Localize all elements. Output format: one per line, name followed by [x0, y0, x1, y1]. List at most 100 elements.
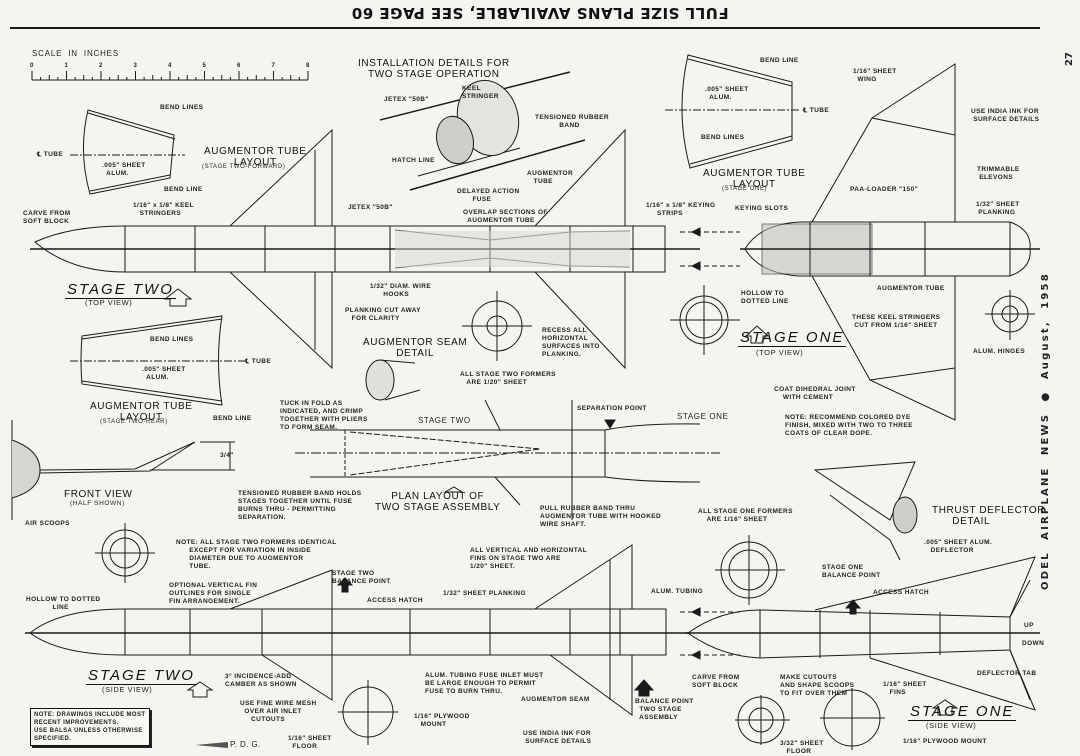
annotation: HOLLOW TO DOTTED LINE [741, 290, 789, 305]
annotation: THESE KEEL STRINGERS CUT FROM 1/16" SHEE… [852, 314, 941, 329]
annotation: ALL VERTICAL AND HORIZONTAL FINS ON STAG… [470, 547, 588, 570]
front-view-sketch [11, 420, 235, 520]
annotation: AUGMENTOR SEAM [521, 696, 590, 703]
plan-layout-title: PLAN LAYOUT OF TWO STAGE ASSEMBLY [375, 491, 501, 513]
installation-title: INSTALLATION DETAILS FOR TWO STAGE OPERA… [358, 58, 510, 80]
annotation: OVERLAP SECTIONS OF AUGMENTOR TUBE [463, 209, 548, 224]
annotation: DELAYED ACTION FUSE [457, 188, 520, 203]
annotation: KEYING SLOTS [735, 205, 789, 212]
scale-tick-label: 3 [133, 63, 137, 69]
annotation: STAGE TWO BALANCE POINT [332, 570, 391, 585]
annotation: HATCH LINE [392, 157, 435, 164]
aug-one-subtitle: (STAGE ONE) [722, 186, 768, 192]
balance-arrows [336, 419, 862, 697]
stage-two-top-fuselage [30, 128, 700, 370]
plans-banner: FULL SIZE PLANS AVAILABLE, SEE PAGE 60 [351, 4, 729, 22]
annotation: TUCK IN FOLD AS INDICATED, AND CRIMP TOG… [280, 400, 368, 431]
general-note: NOTE: DRAWINGS INCLUDE MOST RECENT IMPRO… [34, 712, 146, 742]
front-view-subtitle: (HALF SHOWN) [70, 500, 125, 507]
annotation: ALUM. HINGES [973, 348, 1026, 355]
annotation: NOTE: ALL STAGE TWO FORMERS IDENTICAL EX… [176, 539, 337, 570]
annotation: KEEL STRINGER [462, 85, 499, 100]
annotation: 1/16" SHEET FINS [883, 681, 927, 696]
annotation: 1/32" SHEET PLANKING [976, 201, 1020, 216]
annotation: SEPARATION POINT [577, 405, 647, 412]
annotation: DEFLECTOR TAB [977, 670, 1037, 677]
aug-fwd-subtitle: (STAGE TWO-FORWARD) [202, 164, 286, 170]
annotation: AUGMENTOR TUBE [527, 170, 574, 185]
thrust-deflector-sketch [813, 461, 918, 561]
augmentor-layout-forward [70, 109, 185, 195]
plan-layout-two-stage [295, 399, 720, 520]
general-note-box: NOTE: DRAWINGS INCLUDE MOST RECENT IMPRO… [30, 708, 150, 746]
scale-ruler [31, 71, 309, 81]
annotation: 3° INCIDENCE-ADD CAMBER AS SHOWN [225, 673, 297, 688]
annotation: 1/32" SHEET PLANKING [443, 590, 526, 597]
stage-two-top-subtitle: (TOP VIEW) [85, 298, 133, 307]
scale-tick-label: 7 [271, 63, 275, 69]
annotation: ℄ TUBE [37, 151, 64, 158]
annotation: USE FINE WIRE MESH OVER AIR INLET CUTOUT… [240, 700, 317, 723]
artist-signature: P. D. G. [230, 740, 261, 749]
annotation: 1/16" x 1/8" KEYING STRIPS [646, 202, 716, 217]
annotation: CARVE FROM SOFT BLOCK [23, 210, 71, 225]
annotation: .005" SHEET ALUM. DEFLECTOR [924, 539, 993, 554]
annotation: BEND LINE [164, 186, 203, 193]
annotation: USE INDIA INK FOR SURFACE DETAILS [523, 730, 592, 745]
former-circles [95, 285, 1035, 750]
annotation: 1/16" SHEET WING [853, 68, 897, 83]
augmentor-layout-stage-one [665, 54, 800, 169]
annotation: BALANCE POINT TWO STAGE ASSEMBLY [635, 698, 694, 721]
annotation: STAGE ONE BALANCE POINT [822, 564, 881, 579]
annotation: 1/16" SHEET FLOOR [288, 735, 332, 750]
thrust-deflector-title: THRUST DEFLECTOR DETAIL [932, 505, 1046, 527]
annotation: ℄ TUBE [803, 107, 830, 114]
magazine-footer: ODEL AIRPLANE NEWS ● August, 1958 [1040, 272, 1051, 590]
plan-stage-one-label: STAGE ONE [677, 412, 729, 421]
stage-one-top-subtitle: (TOP VIEW) [756, 348, 804, 357]
stage-two-side-subtitle: (SIDE VIEW) [102, 685, 153, 694]
annotation: .005" SHEET ALUM. [142, 366, 186, 381]
annotation: ALL STAGE ONE FORMERS ARE 1/16" SHEET [698, 508, 793, 523]
seam-detail-title: AUGMENTOR SEAM DETAIL [363, 337, 468, 359]
annotation: JETEX "50B" [384, 96, 429, 103]
annotation: TRIMMABLE ELEVONS [977, 166, 1020, 181]
augmentor-seam-sketch [365, 359, 421, 401]
annotation: AUGMENTOR TUBE [877, 285, 945, 292]
annotation: CARVE FROM SOFT BLOCK [692, 674, 740, 689]
annotation: BEND LINE [760, 57, 799, 64]
annotation: 1/16" PLYWOOD MOUNT [903, 738, 987, 745]
annotation: BEND LINES [150, 336, 194, 343]
annotation: 3/4" [220, 452, 234, 459]
scale-tick-label: 0 [30, 63, 34, 69]
stage-one-side-fuselage [685, 556, 1040, 711]
annotation: COAT DIHEDRAL JOINT WITH CEMENT [774, 386, 856, 401]
annotation: 1/16" x 1/8" KEEL STRINGERS [133, 202, 195, 217]
stage-one-top-fuselage [680, 63, 1040, 421]
annotation: 1/16" PLYWOOD MOUNT [414, 713, 470, 728]
scale-tick-label: 8 [306, 63, 310, 69]
annotation: ALL STAGE TWO FORMERS ARE 1/20" SHEET [460, 371, 556, 386]
scale-tick-label: 1 [64, 63, 68, 69]
annotation: 3/32" SHEET FLOOR [780, 740, 824, 755]
annotation: TENSIONED RUBBER BAND [535, 114, 609, 129]
annotation: ACCESS HATCH [873, 589, 929, 596]
annotation: ALUM. TUBING [651, 588, 704, 595]
view-arrows [163, 288, 959, 716]
annotation: OPTIONAL VERTICAL FIN OUTLINES FOR SINGL… [169, 582, 258, 605]
annotation: TENSIONED RUBBER BAND HOLDS STAGES TOGET… [238, 490, 362, 521]
annotation: BEND LINE [213, 415, 252, 422]
aug-one-title: AUGMENTOR TUBE LAYOUT [703, 168, 806, 190]
annotation: PULL RUBBER BAND THRU AUGMENTOR TUBE WIT… [540, 505, 662, 528]
annotation: HOLLOW TO DOTTED LINE [26, 596, 101, 611]
annotation: AIR SCOOPS [25, 520, 70, 527]
annotation: USE INDIA INK FOR SURFACE DETAILS [971, 108, 1040, 123]
annotation: .005" SHEET ALUM. [102, 162, 146, 177]
stage-two-top-title: STAGE TWO [65, 281, 176, 299]
aug-fwd-title: AUGMENTOR TUBE LAYOUT [204, 146, 307, 168]
aug-rear-subtitle: (STAGE TWO-REAR) [100, 419, 168, 425]
annotation: ACCESS HATCH [367, 597, 423, 604]
front-view-title: FRONT VIEW [64, 489, 133, 500]
